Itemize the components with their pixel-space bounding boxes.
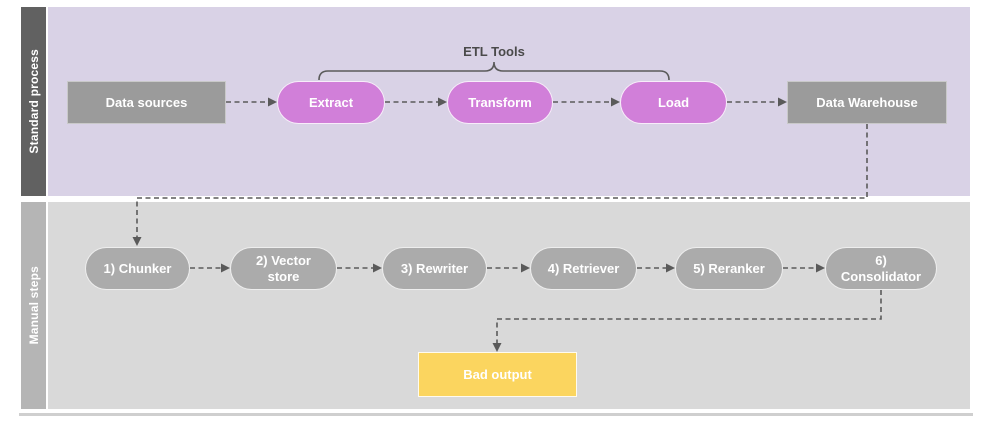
node-chunker: 1) Chunker bbox=[85, 247, 190, 290]
node-transform: Transform bbox=[447, 81, 553, 124]
node-data-warehouse: Data Warehouse bbox=[787, 81, 947, 124]
node-vector-store: 2) Vector store bbox=[230, 247, 337, 290]
lane-standard-process-sidebar: Standard process bbox=[21, 7, 46, 196]
node-data-sources: Data sources bbox=[67, 81, 226, 124]
node-extract: Extract bbox=[277, 81, 385, 124]
etl-tools-label: ETL Tools bbox=[463, 44, 525, 59]
node-retriever: 4) Retriever bbox=[530, 247, 637, 290]
node-reranker: 5) Reranker bbox=[675, 247, 783, 290]
node-consolidator: 6) Consolidator bbox=[825, 247, 937, 290]
bottom-divider bbox=[19, 413, 973, 416]
lane-manual-steps-label: Manual steps bbox=[26, 266, 41, 345]
node-load: Load bbox=[620, 81, 727, 124]
node-bad-output: Bad output bbox=[418, 352, 577, 397]
lane-standard-process-label: Standard process bbox=[26, 49, 41, 154]
node-rewriter: 3) Rewriter bbox=[382, 247, 487, 290]
lane-manual-steps-sidebar: Manual steps bbox=[21, 202, 46, 409]
